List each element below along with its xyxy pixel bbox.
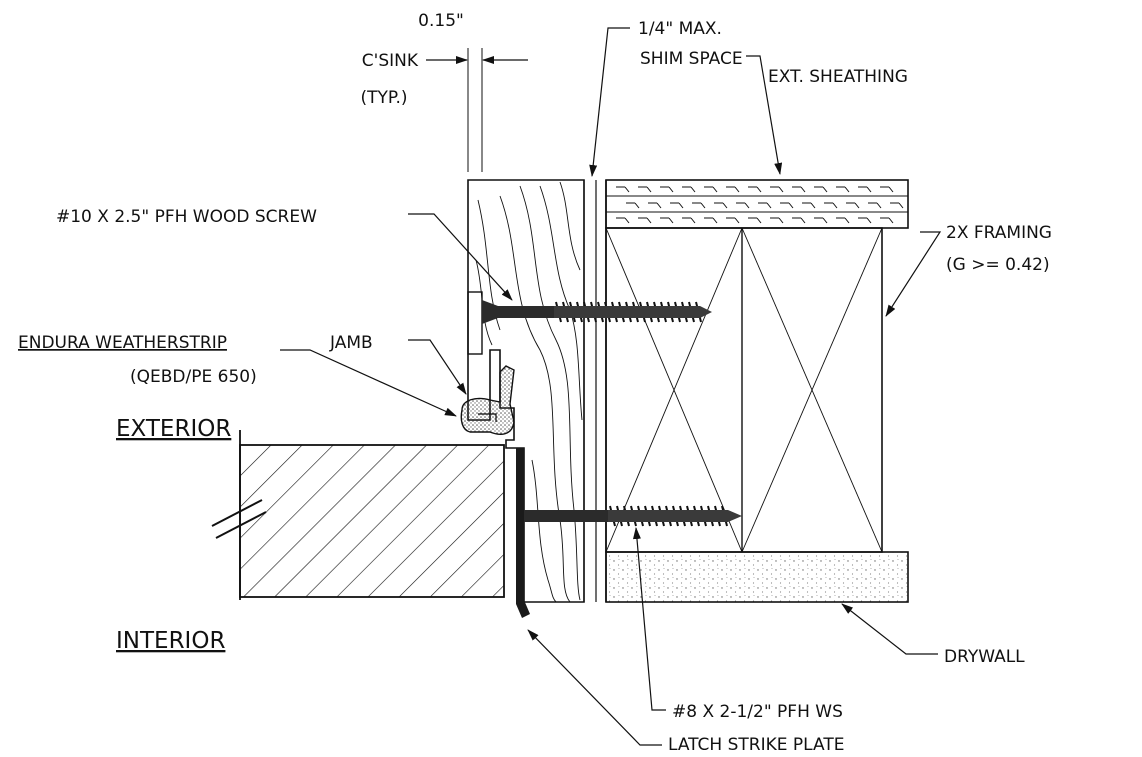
shim-label-line1: 1/4" MAX. bbox=[638, 19, 722, 39]
exterior-label: EXTERIOR bbox=[116, 416, 231, 442]
weatherstrip-label-line1: ENDURA WEATHERSTRIP bbox=[18, 333, 227, 353]
countersink-dimension bbox=[426, 48, 528, 172]
jamb-label: JAMB bbox=[329, 333, 373, 353]
framing-label-line1: 2X FRAMING bbox=[946, 223, 1052, 243]
jamb bbox=[467, 179, 585, 603]
latch-strike-plate bbox=[516, 448, 530, 618]
dim-value-label: 0.15" bbox=[418, 11, 464, 31]
weatherstrip bbox=[460, 365, 515, 435]
wood-screw-8 bbox=[524, 505, 742, 527]
drywall bbox=[605, 551, 909, 603]
interior-label: INTERIOR bbox=[116, 628, 225, 654]
wood-screw-label: #10 X 2.5" PFH WOOD SCREW bbox=[56, 207, 317, 227]
shim-label-line2: SHIM SPACE bbox=[640, 49, 743, 69]
framing-studs bbox=[605, 227, 883, 553]
typ-label: (TYP.) bbox=[360, 88, 407, 108]
drywall-label: DRYWALL bbox=[944, 647, 1025, 667]
csink-label: C'SINK bbox=[362, 51, 419, 71]
framing-label-line2: (G >= 0.42) bbox=[946, 255, 1050, 275]
strike-plate-label: LATCH STRIKE PLATE bbox=[668, 735, 844, 753]
door-slab bbox=[211, 430, 505, 600]
leader-lines bbox=[280, 27, 942, 746]
ws-screw-label: #8 X 2-1/2" PFH WS bbox=[672, 702, 843, 722]
shim-space bbox=[583, 180, 607, 602]
weatherstrip-label-line2: (QEBD/PE 650) bbox=[130, 367, 257, 387]
wood-screw-10 bbox=[482, 300, 712, 324]
exterior-sheathing bbox=[605, 179, 909, 229]
ext-sheathing-label: EXT. SHEATHING bbox=[768, 67, 908, 87]
labels: 0.15" C'SINK (TYP.) 1/4" MAX. SHIM SPACE… bbox=[18, 11, 1052, 755]
